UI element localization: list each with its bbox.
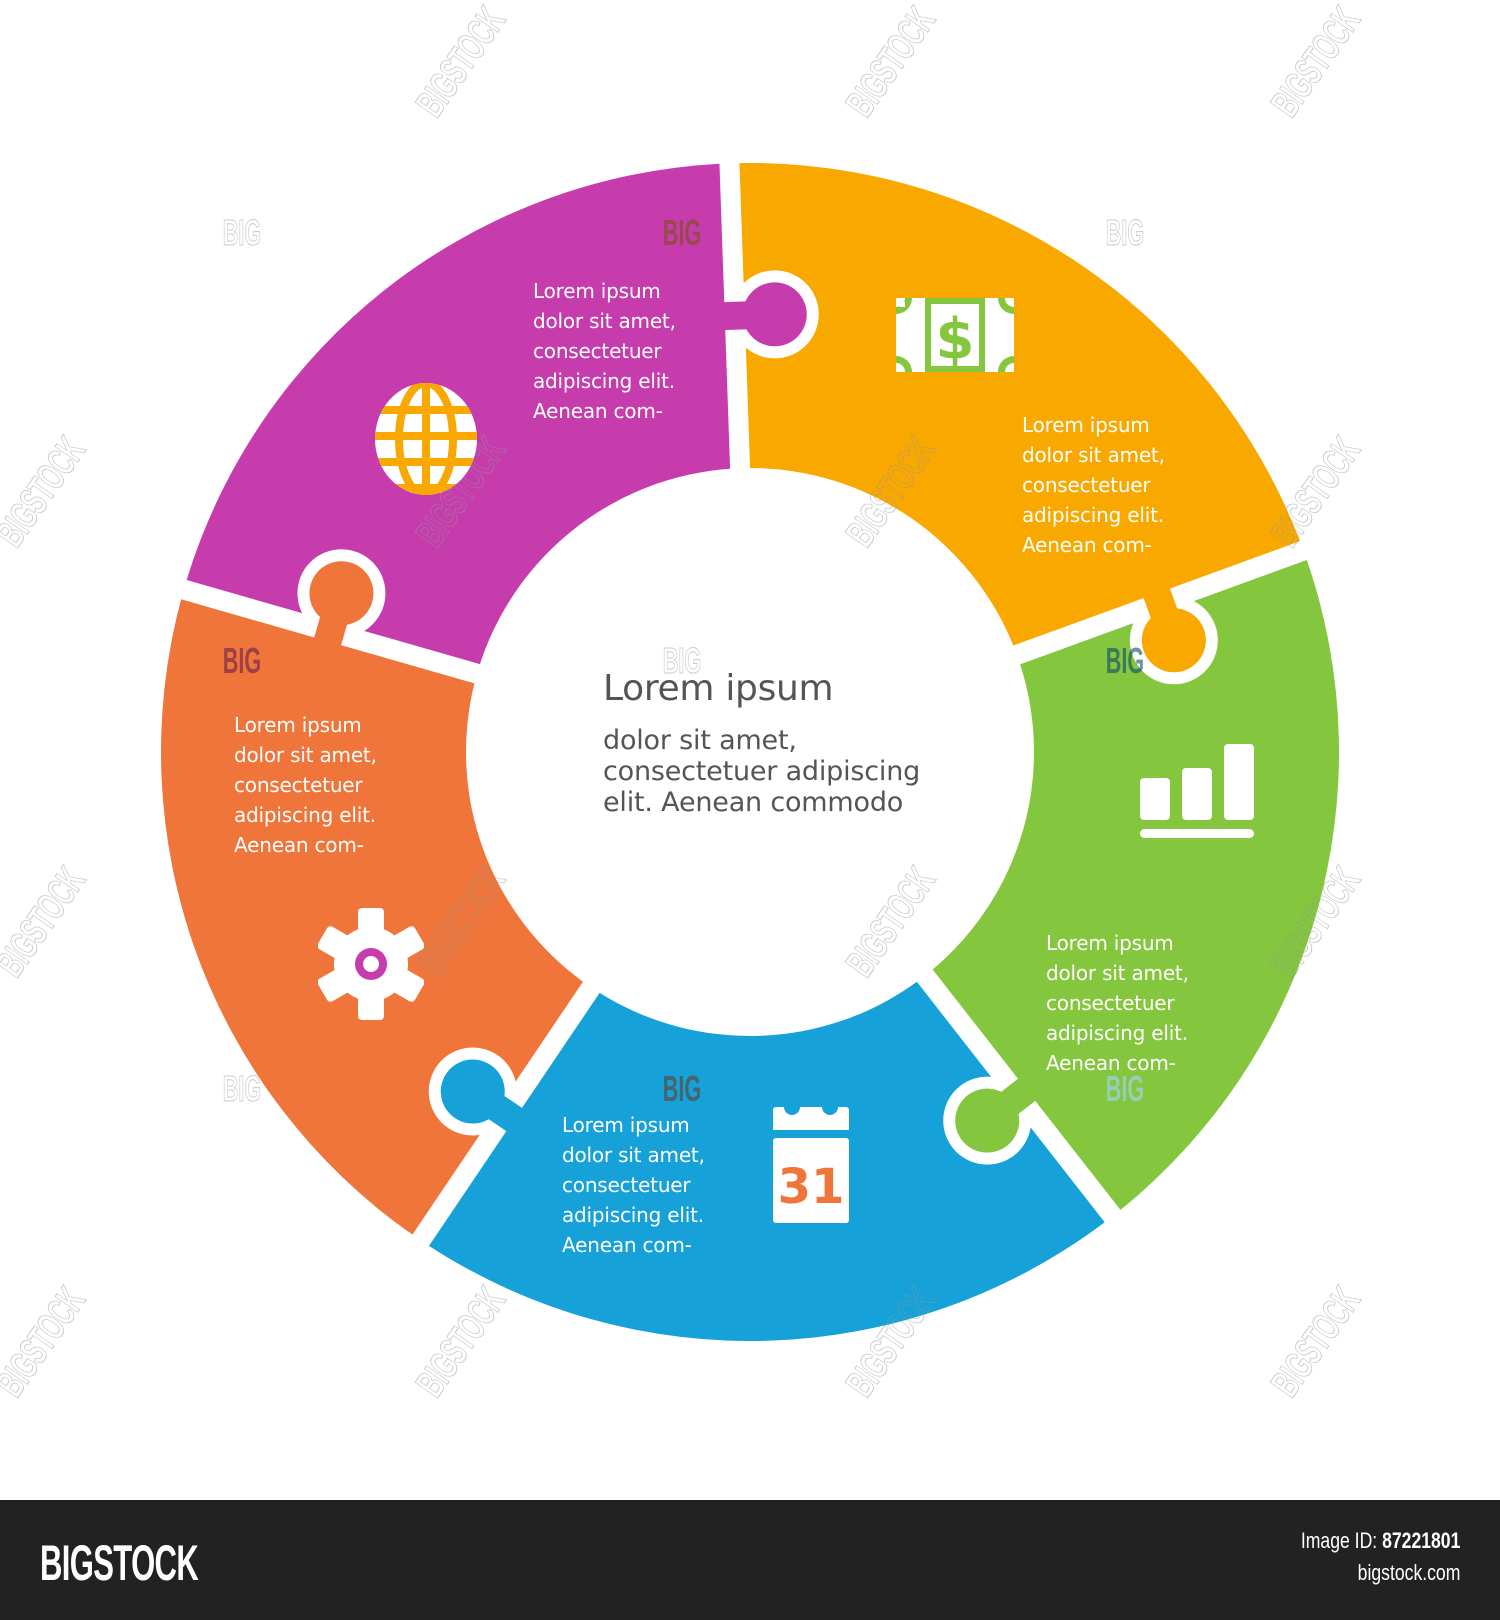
svg-text:31: 31 [778,1159,845,1215]
puzzle-knob [309,561,374,626]
segment-right-text: Lorem ipsum dolor sit amet, consectetuer… [1046,931,1189,1075]
segment-top-right-text: Lorem ipsum dolor sit amet, consectetuer… [1022,413,1165,557]
footer-site-link[interactable]: bigstock.com [1357,1560,1460,1585]
puzzle-knob [955,1088,1020,1153]
money-bill-icon: $ [896,298,1014,372]
segment-bottom-text: Lorem ipsum dolor sit amet, consectetuer… [562,1113,705,1257]
footer-bar: BIGSTOCK Image ID: 87221801 bigstock.com [0,1500,1500,1620]
image-id-label: Image ID: [1300,1528,1377,1553]
segment-left-text: Lorem ipsum dolor sit amet, consectetuer… [234,713,377,857]
puzzle-segment-top-right [932,559,1339,1210]
infographic-stage: BIGSTOCK BIGSTOCK BIGSTOCK BIGSTOCK BIGS… [0,0,1369,1405]
puzzle-knob [742,282,807,347]
image-id-value: 87221801 [1381,1528,1460,1553]
image-id: Image ID: 87221801 [1300,1528,1460,1554]
footer-logo: BIGSTOCK [40,1535,199,1591]
svg-text:$: $ [936,307,975,372]
bar-chart-icon [1140,744,1254,838]
globe-icon [375,383,477,495]
puzzle-segment-right [428,981,1105,1342]
gear-icon [318,908,424,1020]
segment-top-left-text: Lorem ipsum dolor sit amet, consectetuer… [533,279,676,423]
puzzle-segment-top-left [739,163,1300,646]
puzzle-knob [1141,608,1206,673]
puzzle-knob [440,1059,505,1124]
calendar-icon: 31 [773,1107,849,1223]
center-title: Lorem ipsum [603,668,834,709]
center-body: dolor sit amet, consectetuer adipiscing … [603,725,921,818]
